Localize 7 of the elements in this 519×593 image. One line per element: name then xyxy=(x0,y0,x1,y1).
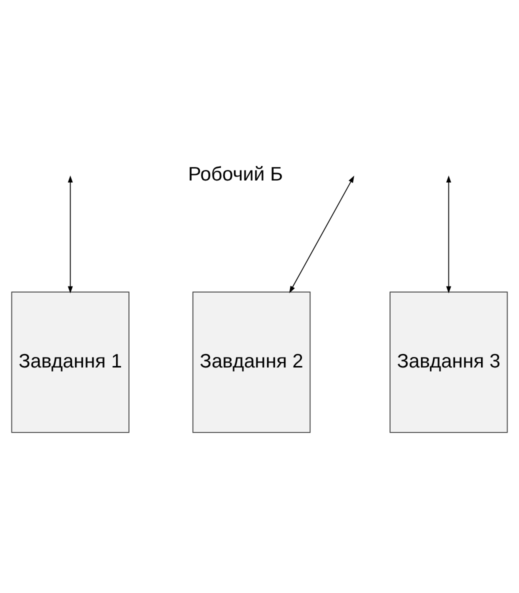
arrow xyxy=(289,175,354,293)
node-box: Завдання 2 xyxy=(192,291,311,432)
label: Робочий Б xyxy=(188,163,283,186)
node-box: Завдання 1 xyxy=(11,291,130,432)
node-box: Завдання 3 xyxy=(390,291,508,432)
arrow xyxy=(446,174,452,293)
arrow xyxy=(68,174,73,293)
